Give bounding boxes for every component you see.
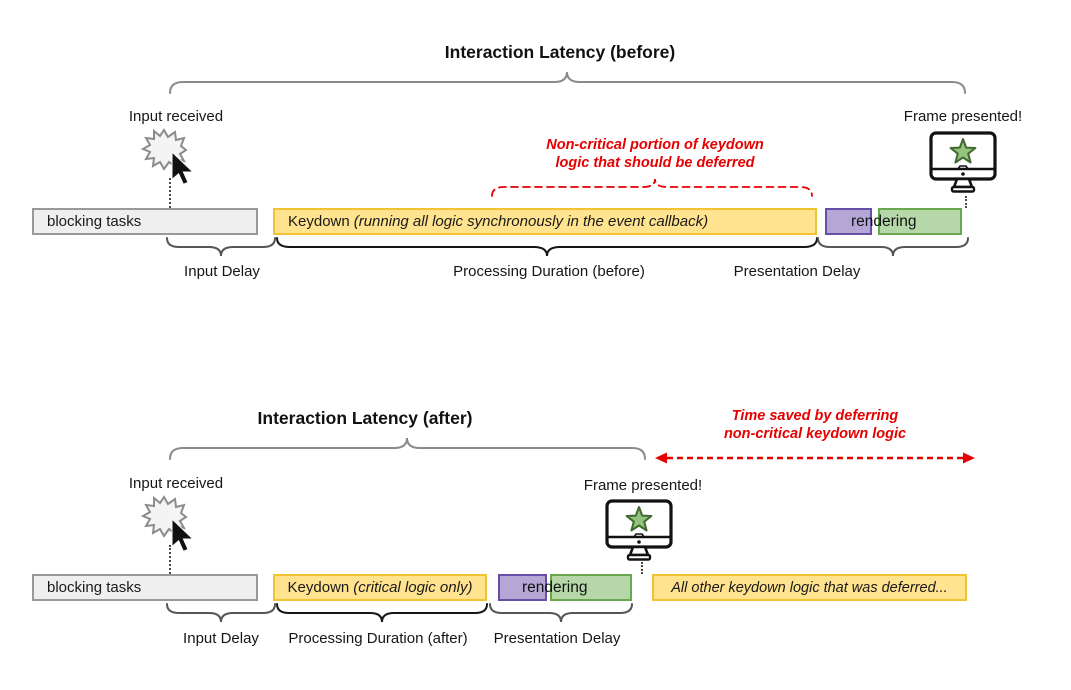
bar-label: blocking tasks: [47, 579, 142, 596]
keydown-bar: Keydown (running all logic synchronously…: [273, 208, 817, 235]
keydown-bar: Keydown (critical logic only): [273, 574, 487, 601]
bar-label-detail: (running all logic synchronously in the …: [353, 213, 709, 230]
star-icon: [949, 138, 977, 164]
paint-bar: [825, 208, 872, 235]
blocking-tasks-bar: blocking tasks: [32, 574, 258, 601]
input-delay-brace: [166, 603, 276, 623]
before-frame-presented-label: Frame presented!: [903, 108, 1023, 125]
annotation-line: Non-critical portion of keydown: [546, 137, 764, 153]
after-latency-brace: [169, 437, 646, 460]
presentation-delay-label: Presentation Delay: [733, 263, 861, 280]
after-red-annotation: Time saved by deferring non-critical key…: [724, 407, 906, 443]
monitor-icon: [605, 499, 673, 561]
dotted-connector: [169, 545, 171, 574]
annotation-line: non-critical keydown logic: [723, 426, 907, 442]
processing-duration-brace: [276, 603, 488, 623]
rendering-bar: [550, 574, 632, 601]
before-input-received-label: Input received: [128, 108, 224, 125]
presentation-delay-label: Presentation Delay: [493, 630, 621, 647]
input-burst-icon: [140, 128, 195, 185]
bar-label: All other keydown logic that was deferre…: [671, 579, 948, 596]
red-dashed-brace: [491, 178, 813, 197]
bar-label: Keydown: [288, 213, 350, 230]
before-title: Interaction Latency (before): [444, 42, 676, 62]
bar-label-detail: (critical logic only): [353, 579, 473, 596]
rendering-label: rendering: [851, 212, 917, 230]
processing-duration-label: Processing Duration (after): [288, 630, 468, 647]
cursor-icon: [171, 150, 195, 185]
bar-label: blocking tasks: [47, 213, 142, 230]
red-dashed-arrow: [655, 452, 975, 464]
after-title: Interaction Latency (after): [257, 408, 473, 428]
input-burst-icon: [140, 495, 195, 552]
dotted-connector: [965, 196, 967, 208]
processing-duration-brace: [276, 237, 818, 257]
dotted-connector: [169, 178, 171, 208]
input-delay-label: Input Delay: [183, 630, 259, 647]
presentation-delay-brace: [817, 237, 969, 257]
rendering-label: rendering: [522, 578, 588, 596]
cursor-icon: [171, 517, 195, 552]
monitor-icon: [929, 131, 997, 193]
star-icon: [625, 506, 653, 532]
rendering-bar: [878, 208, 962, 235]
before-red-annotation: Non-critical portion of keydown logic th…: [546, 136, 764, 172]
dotted-connector: [641, 562, 643, 574]
input-delay-label: Input Delay: [184, 263, 260, 280]
processing-duration-label: Processing Duration (before): [453, 263, 645, 280]
bar-label: Keydown: [287, 579, 350, 596]
annotation-line: Time saved by deferring: [731, 408, 899, 424]
blocking-tasks-bar: blocking tasks: [32, 208, 258, 235]
after-frame-presented-label: Frame presented!: [583, 477, 703, 494]
paint-bar: [498, 574, 547, 601]
deferred-keydown-bar: All other keydown logic that was deferre…: [652, 574, 967, 601]
presentation-delay-brace: [489, 603, 633, 623]
before-latency-brace: [169, 71, 966, 94]
after-input-received-label: Input received: [128, 475, 224, 492]
input-delay-brace: [166, 237, 276, 257]
annotation-line: logic that should be deferred: [555, 155, 755, 171]
